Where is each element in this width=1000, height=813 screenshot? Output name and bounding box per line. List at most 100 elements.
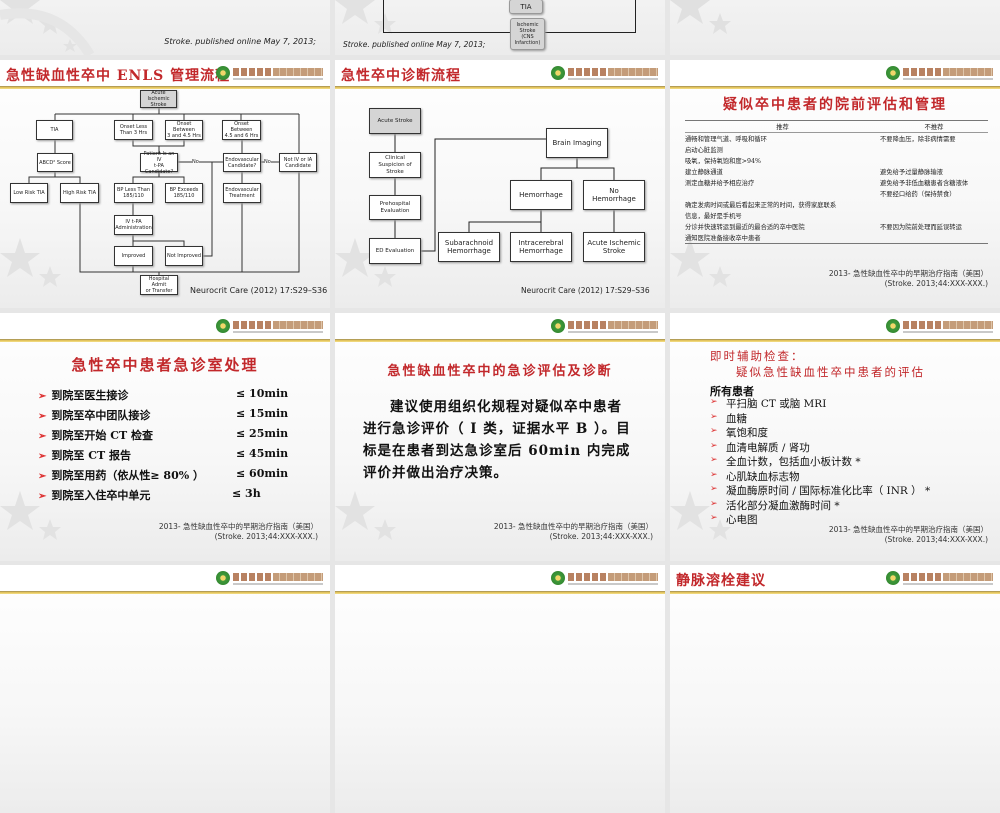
flow-box: TIA: [509, 0, 543, 14]
table-row: 建立静脉通道避免给予过量静脉输液: [685, 166, 988, 177]
bullet-arrow-icon: ➢: [710, 469, 718, 480]
citation: 2013- 急性缺血性卒中的早期治疗指南（美国） (Stroke. 2013;4…: [829, 525, 988, 545]
flow-box: IV t-PA Administration: [114, 215, 153, 235]
bullet-arrow-icon: ➢: [38, 451, 47, 462]
citation: 2013- 急性缺血性卒中的早期治疗指南（美国） (Stroke. 2013;4…: [829, 269, 988, 289]
list-item: 活化部分凝血激酶时间 *: [726, 499, 840, 512]
table-row: 吸氧，保持氧饱和度>94%: [685, 155, 988, 166]
citation-line: (Stroke. 2013;44:XXX-XXX.): [884, 535, 988, 544]
header-divider: [670, 339, 1000, 342]
recommended-cell: 分诊并快速转运到最近的最合适的卒中医院: [685, 224, 805, 231]
bullet-arrow-icon: ➢: [710, 498, 718, 509]
citation: Neurocrit Care (2012) 17:S29–S36: [521, 286, 650, 295]
list-item: ➢到院至开始 CT 检查: [38, 427, 153, 443]
flow-box: Not IV or IA Candidate: [279, 153, 317, 172]
slide-body-text: 建议使用组织化规程对疑似卒中患者进行急诊评价（ I 类，证据水平 B ）。目标是…: [363, 399, 631, 481]
slide-thumbnail[interactable]: Stroke. published online May 7, 2013;: [0, 0, 330, 55]
item-value: ≤ 45min: [236, 447, 289, 460]
university-logo: [216, 318, 324, 336]
slide-title: 即时辅助检查：: [710, 349, 805, 363]
table-row: 分诊并快速转运到最近的最合适的卒中医院 不要因为院前处理而延误转运: [685, 221, 988, 232]
slide-thumbnail[interactable]: TIA Ischemic Stroke (CNS Infarction) Str…: [335, 0, 665, 55]
header-divider: [335, 591, 665, 594]
table-row: 启动心脏监测: [685, 144, 988, 155]
flow-box: Hemorrhage: [510, 180, 572, 210]
flow-box: Low Risk TIA: [10, 183, 48, 203]
citation: Neurocrit Care (2012) 17:S29–S36: [190, 286, 328, 295]
slide-thumbnail-emergency-eval[interactable]: 急性缺血性卒中的急诊评估及诊断 建议使用组织化规程对疑似卒中患者进行急诊评价（ …: [335, 313, 665, 561]
university-logo: [551, 570, 659, 588]
recommended-cell: 通畅和管理气道、呼吸和循环: [685, 136, 767, 143]
header-divider: [670, 86, 1000, 89]
table-row: 通畅和管理气道、呼吸和循环不要降血压，除非病情需要: [685, 133, 988, 144]
column-header: 推荐: [776, 124, 789, 131]
flow-box: ED Evaluation: [369, 238, 421, 264]
recommended-cell: 建立静脉通道: [685, 169, 723, 176]
bullet-arrow-icon: ➢: [38, 491, 47, 502]
bullet-arrow-icon: ➢: [710, 440, 718, 451]
bullet-arrow-icon: ➢: [710, 397, 718, 407]
list-item: 心肌缺血标志物: [726, 470, 800, 483]
recommended-cell: 吸氧，保持氧饱和度>94%: [685, 158, 761, 165]
table-row: 测定血糖并给予相应治疗 避免给予非低血糖患者含糖液体: [685, 177, 988, 188]
flow-box: Intracerebral Hemorrhage: [510, 232, 572, 262]
flow-box: Prehospital Evaluation: [369, 195, 421, 220]
flow-box: Acute Ischemic Stroke: [583, 232, 645, 262]
list-item: 平扫脑 CT 或脑 MRI: [726, 398, 827, 410]
slide-thumbnail-prehospital[interactable]: 疑似卒中患者的院前评估和管理 推荐 不推荐 通畅和管理气道、呼吸和循环不要降血压…: [670, 60, 1000, 308]
bullet-arrow-icon: ➢: [710, 484, 718, 494]
slide-thumbnail-tests[interactable]: 即时辅助检查： 疑似急性缺血性卒中患者的评估 所有患者 2013- 急性缺血性卒…: [670, 313, 1000, 561]
item-value: ≤ 15min: [236, 407, 289, 420]
recommended-cell: 测定血糖并给予相应治疗: [685, 180, 755, 187]
item-value: ≤ 60min: [236, 467, 289, 480]
flow-box: High Risk TIA: [60, 183, 99, 203]
slide-thumbnail[interactable]: [335, 565, 665, 813]
star-decoration: [670, 0, 731, 34]
slide-thumbnail[interactable]: 静脉溶栓建议: [670, 565, 1000, 813]
list-item: 氧饱和度: [726, 427, 768, 439]
section-heading: 所有患者: [710, 385, 754, 398]
citation: 2013- 急性缺血性卒中的早期治疗指南（美国） (Stroke. 2013;4…: [494, 522, 653, 542]
slide-thumbnail-er[interactable]: 急性卒中患者急诊室处理 2013- 急性缺血性卒中的早期治疗指南（美国） (St…: [0, 313, 330, 561]
no-label: No: [192, 159, 199, 165]
slide-title: 静脉溶栓建议: [676, 573, 766, 589]
list-item: 血糖: [726, 412, 747, 425]
table-header: 推荐 不推荐: [685, 121, 988, 133]
slide-subtitle: 疑似急性缺血性卒中患者的评估: [736, 365, 925, 379]
item-label: 到院至卒中团队接诊: [51, 409, 151, 422]
recommended-cell: 信息，最好是手机号: [685, 213, 742, 220]
table-row: 通知医院准备接收卒中患者: [685, 232, 988, 243]
slide-thumbnail-enls-flow[interactable]: 急性缺血性卒中 ENLS 管理流程 No No Neurocrit Care (…: [0, 60, 330, 308]
flow-box: Ischemic Stroke (CNS Infarction): [510, 18, 545, 50]
flow-box: Onset Between 4.5 and 6 Hrs: [222, 120, 261, 140]
bullet-arrow-icon: ➢: [38, 391, 47, 402]
flow-box: Patient Is an IV t-PA Candidate?: [140, 151, 178, 175]
list-item: ➢到院至医生接诊: [38, 387, 128, 403]
flow-connectors: [28, 108, 300, 275]
citation-line: (Stroke. 2013;44:XXX-XXX.): [884, 279, 988, 288]
flow-box: No Hemorrhage: [583, 180, 645, 210]
slide-thumbnail-diagnosis-flow[interactable]: 急性卒中诊断流程 Neurocrit Care (2012) 17:S29–S3…: [335, 60, 665, 308]
list-item: ➢ 到院至卒中团队接诊: [38, 407, 150, 423]
flow-box: Acute Ischemic Stroke: [140, 90, 177, 108]
university-logo: [886, 65, 994, 83]
flow-box: ABCD² Score: [37, 153, 73, 172]
header-divider: [335, 339, 665, 342]
table-row: 不要经口给药（保持禁食）: [685, 188, 988, 199]
slide-thumbnail[interactable]: [0, 565, 330, 813]
list-item: 凝血酶原时间 / 国际标准化比率（ INR ） *: [726, 485, 931, 497]
bullet-arrow-icon: ➢: [38, 411, 47, 422]
bullet-arrow-icon: ➢: [38, 471, 47, 482]
item-label: 到院至 CT 报告: [51, 449, 131, 462]
slide-title: 急性卒中患者急诊室处理: [71, 356, 259, 374]
flow-box: TIA: [36, 120, 73, 140]
bullet-arrow-icon: ➢: [710, 426, 718, 436]
slide-thumbnail[interactable]: [670, 0, 1000, 55]
table-row: 信息，最好是手机号: [685, 210, 988, 221]
not-recommended-cell: 避免给予非低血糖患者含糖液体: [880, 180, 969, 187]
list-item: ➢到院至用药（依从性≥ 80% ）: [38, 467, 204, 483]
flow-box: Brain Imaging: [546, 128, 608, 158]
slide-title: 急性缺血性卒中 ENLS 管理流程: [6, 68, 231, 84]
not-recommended-cell: 不要因为院前处理而延误转运: [880, 224, 962, 231]
header-divider: [0, 339, 330, 342]
